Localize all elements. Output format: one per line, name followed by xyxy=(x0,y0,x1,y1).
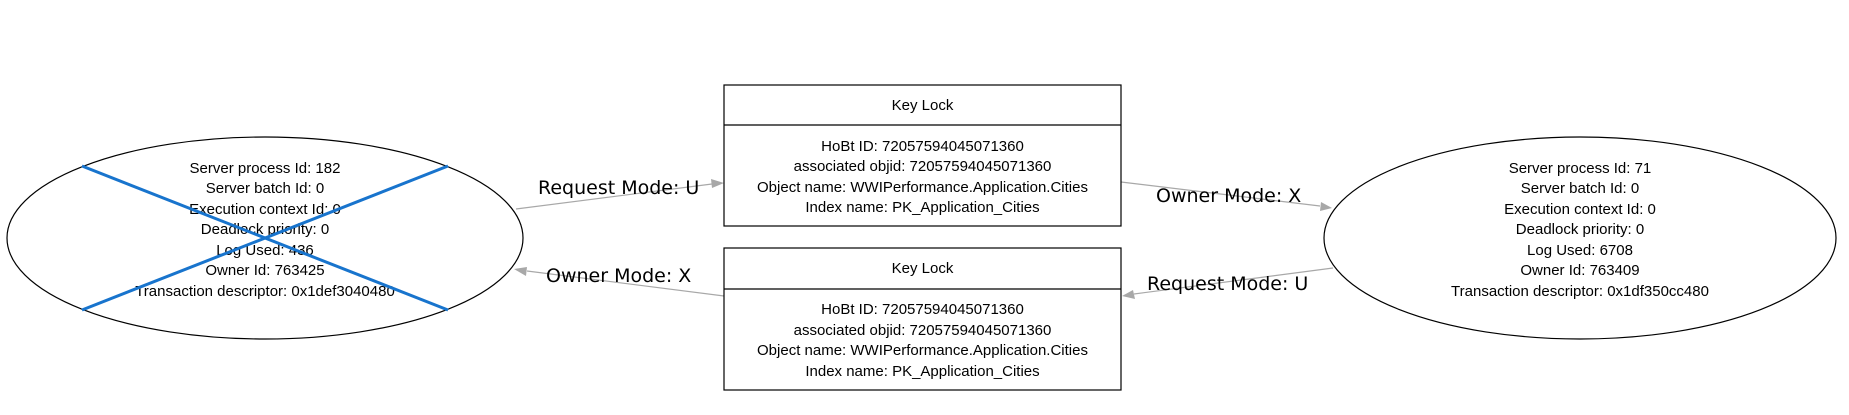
edges: Request Mode: U Owner Mode: X Request Mo… xyxy=(514,177,1334,299)
process-line: Deadlock priority: 0 xyxy=(201,221,329,238)
resource-box xyxy=(723,84,1122,227)
resource-line: Index name: PK_Application_Cities xyxy=(805,363,1039,380)
process-ellipse xyxy=(1323,136,1837,340)
process-line: Server batch Id: 0 xyxy=(206,180,324,197)
edge-owner-x-top[interactable]: Owner Mode: X xyxy=(1120,181,1332,211)
deadlock-victim-cross-icon xyxy=(81,164,449,312)
process-line: Deadlock priority: 0 xyxy=(1516,221,1644,238)
process-line: Server process Id: 182 xyxy=(190,160,341,177)
resource-line: Object name: WWIPerformance.Application.… xyxy=(757,342,1088,359)
resource-node-bottom[interactable]: Key Lock HoBt ID: 72057594045071360 asso… xyxy=(723,247,1122,391)
process-line: Server batch Id: 0 xyxy=(1521,180,1639,197)
edge-label: Request Mode: U xyxy=(1147,273,1308,295)
edge-label: Request Mode: U xyxy=(538,177,699,199)
process-line: Transaction descriptor: 0x1df350cc480 xyxy=(1451,283,1709,300)
resource-title: Key Lock xyxy=(892,260,954,277)
process-line: Transaction descriptor: 0x1def3040480 xyxy=(135,283,395,300)
resource-title: Key Lock xyxy=(892,97,954,114)
process-line: Server process Id: 71 xyxy=(1509,160,1652,177)
resource-line: HoBt ID: 72057594045071360 xyxy=(821,138,1024,155)
edge-label: Owner Mode: X xyxy=(1156,185,1301,207)
resource-line: Index name: PK_Application_Cities xyxy=(805,199,1039,216)
edge-owner-x-bottom[interactable]: Owner Mode: X xyxy=(514,265,725,297)
edge-label: Owner Mode: X xyxy=(546,265,691,287)
process-line: Log Used: 6708 xyxy=(1527,242,1633,259)
resource-node-top[interactable]: Key Lock HoBt ID: 72057594045071360 asso… xyxy=(723,84,1122,227)
resource-line: associated objid: 72057594045071360 xyxy=(794,158,1052,175)
resource-box xyxy=(723,247,1122,391)
resource-line: HoBt ID: 72057594045071360 xyxy=(821,301,1024,318)
edge-request-u-victim[interactable]: Request Mode: U xyxy=(515,177,724,210)
process-line: Execution context Id: 0 xyxy=(1504,201,1656,218)
resource-line: Object name: WWIPerformance.Application.… xyxy=(757,179,1088,196)
process-node-survivor[interactable]: Server process Id: 71 Server batch Id: 0… xyxy=(1323,136,1837,340)
resource-line: associated objid: 72057594045071360 xyxy=(794,322,1052,339)
process-line: Owner Id: 763425 xyxy=(205,262,324,279)
process-line: Execution context Id: 0 xyxy=(189,201,341,218)
process-line: Owner Id: 763409 xyxy=(1520,262,1639,279)
edge-request-u-survivor[interactable]: Request Mode: U xyxy=(1122,267,1334,299)
process-node-victim[interactable]: Server process Id: 182 Server batch Id: … xyxy=(6,136,524,340)
